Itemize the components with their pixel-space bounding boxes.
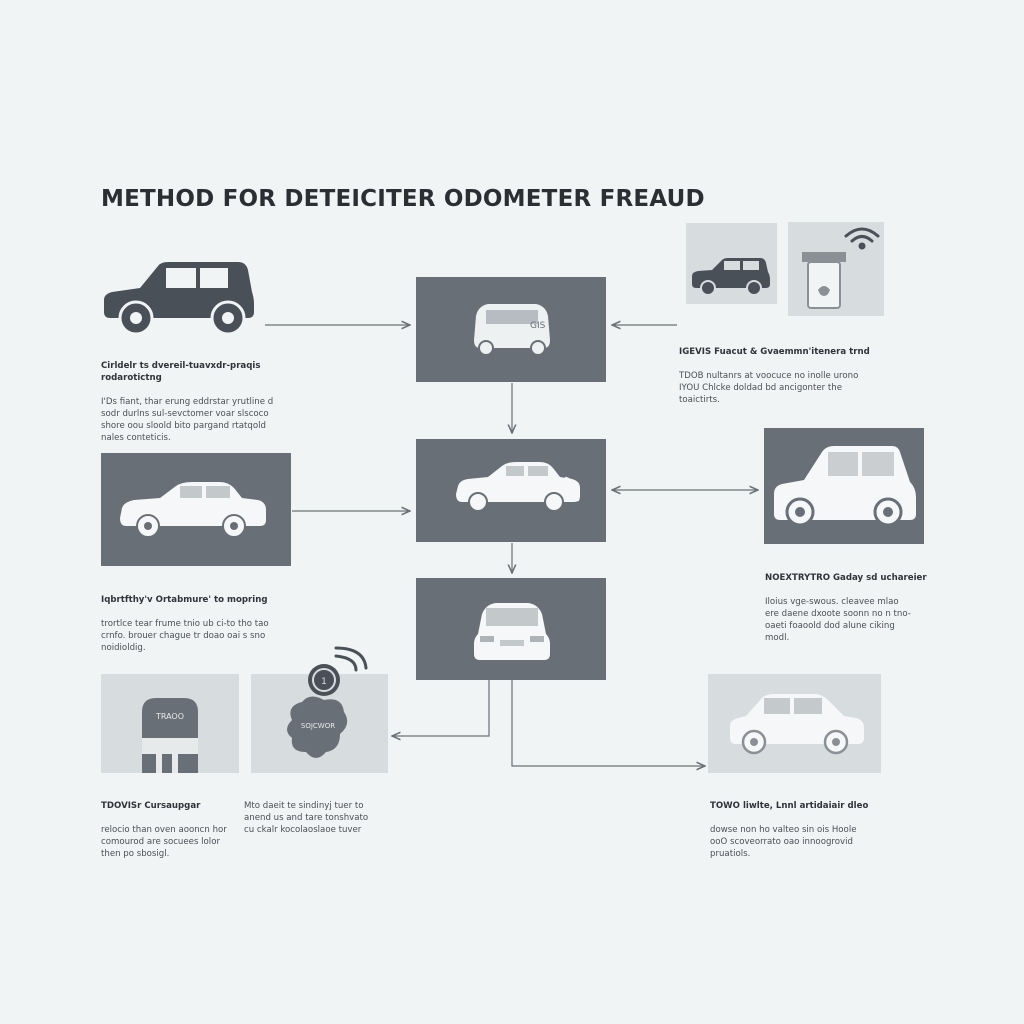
svg-text:1: 1: [321, 677, 327, 687]
connectors: [265, 325, 758, 766]
step1-panel: GIS: [416, 277, 606, 382]
note-heading: Cirldelr ts dvereil-tuavxdr-praqis rodar…: [101, 361, 261, 383]
odometer-gauge-icon: 1: [308, 664, 340, 696]
scanner-panel-car: [686, 223, 777, 304]
note-body: Mto daeit te sindinyj tuer to anend us a…: [244, 801, 369, 835]
car-icon: [692, 258, 770, 296]
car-icon: [774, 446, 916, 527]
page-title: METHOD FOR DETEICITER ODOMETER FREAUD: [101, 186, 705, 212]
note-suv: Cirldelr ts dvereil-tuavxdr-praqis rodar…: [101, 348, 301, 444]
blob-label: SOJCWOR: [301, 722, 335, 730]
note-compact: TOWO liwlte, Lnnl artidaiair dleo dowse …: [710, 788, 890, 860]
arrow-step3-to-compact: [511, 680, 705, 766]
odometer-gauge-icon: SOJCWOR: [287, 696, 348, 758]
note-heading: IGEVIS Fuacut & Gvaemmn'itenera trnd: [679, 347, 870, 357]
hatchback-panel: [764, 428, 924, 544]
note-sedan: Iqbrtfthy'v Ortabmure' to mopring trortl…: [101, 582, 301, 654]
svg-text:GIS: GIS: [530, 321, 546, 331]
data-vault-icon: TRAOO: [142, 698, 198, 773]
note-scanner: IGEVIS Fuacut & Gvaemmn'itenera trnd TDO…: [679, 334, 879, 406]
note-body: TDOB nultanrs at voocuce no inolle urono…: [679, 371, 859, 405]
scanner-panel-device: [788, 222, 884, 316]
step2-panel: [416, 439, 606, 542]
vault-panel: TRAOO: [101, 674, 239, 773]
arrow-step3-to-gauge: [392, 680, 490, 736]
note-gauge: Mto daeit te sindinyj tuer to anend us a…: [244, 788, 404, 836]
compact-panel: [708, 674, 881, 773]
note-body: trortlce tear frume tnio ub ci-to tho ta…: [101, 619, 269, 653]
note-heading: TDOVISr Cursaupgar: [101, 801, 201, 811]
car-icon: [104, 262, 254, 336]
note-vault: TDOVISr Cursaupgar relocio than oven aoo…: [101, 788, 251, 860]
wireless-signal-icon: [334, 646, 368, 672]
step3-panel: [416, 578, 606, 680]
wireless-signal-icon: [564, 476, 580, 502]
obd-scanner-icon: [802, 252, 846, 309]
wireless-signal-icon: [844, 227, 880, 250]
car-icon: [474, 603, 550, 660]
note-heading: TOWO liwlte, Lnnl artidaiair dleo: [710, 801, 869, 811]
vault-label: TRAOO: [155, 712, 184, 721]
car-icon: GIS: [474, 304, 550, 356]
note-heading: Iqbrtfthy'v Ortabmure' to mopring: [101, 595, 268, 605]
car-icon: [120, 482, 266, 538]
note-body: relocio than oven aooncn hor comourod ar…: [101, 825, 227, 859]
note-body: dowse non ho valteo sin ois Hoole ooO sc…: [710, 825, 857, 859]
note-body: I'Ds fiant, thar erung eddrstar yrutline…: [101, 397, 274, 443]
note-body: Iloius vge-swous. cleavee mlao ere daene…: [765, 597, 911, 643]
car-icon: [730, 694, 864, 755]
sedan-panel: [101, 453, 291, 566]
car-icon: [456, 462, 580, 512]
note-hatchback: NOEXTRYTRO Gaday sd uchareier Iloius vge…: [765, 560, 935, 644]
note-heading: NOEXTRYTRO Gaday sd uchareier: [765, 573, 927, 583]
gauge-panel: SOJCWOR 1: [251, 646, 388, 773]
